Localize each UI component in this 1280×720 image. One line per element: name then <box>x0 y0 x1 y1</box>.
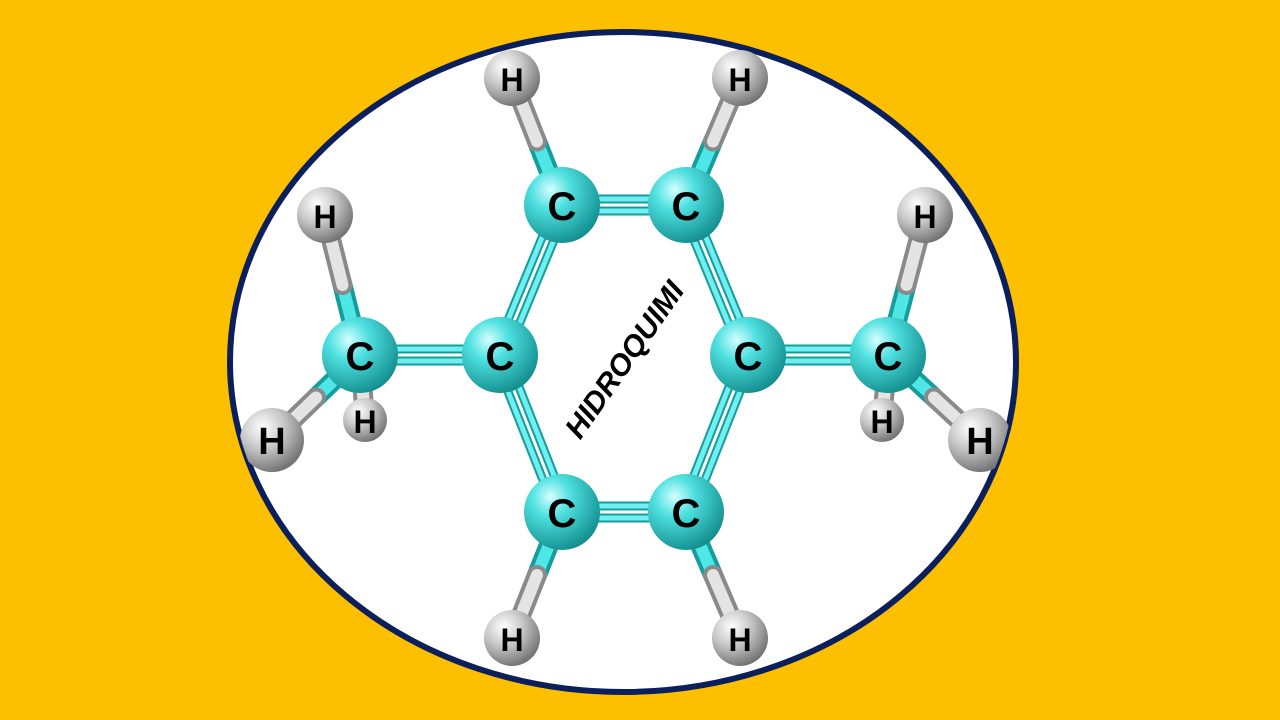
hydrogen-atom-h6: H <box>343 398 387 442</box>
carbon-label: C <box>486 335 515 379</box>
carbon-label: C <box>346 335 375 379</box>
carbon-atom-c4: C <box>648 474 724 550</box>
carbon-label: C <box>548 492 577 536</box>
carbon-atom-c7: C <box>322 317 398 393</box>
carbon-label: C <box>734 335 763 379</box>
frame-oval <box>227 29 1019 695</box>
carbon-label: C <box>672 492 701 536</box>
hydrogen-atom-h2: H <box>712 50 768 106</box>
hydrogen-label: H <box>966 421 993 463</box>
hydrogen-label: H <box>258 421 285 463</box>
hydrogen-label: H <box>913 199 936 235</box>
hydrogen-atom-h3: H <box>484 610 540 666</box>
hydrogen-atom-h4: H <box>712 610 768 666</box>
hydrogen-label: H <box>353 404 376 440</box>
carbon-label: C <box>548 185 577 229</box>
carbon-atom-c6: C <box>462 317 538 393</box>
hydrogen-atom-h1: H <box>484 50 540 106</box>
hydrogen-atom-h9: H <box>860 398 904 442</box>
hydrogen-label: H <box>500 622 523 658</box>
hydrogen-label: H <box>500 62 523 98</box>
hydrogen-label: H <box>728 622 751 658</box>
hydrogen-atom-h10: H <box>948 408 1012 472</box>
carbon-atom-c3: C <box>710 317 786 393</box>
carbon-label: C <box>672 185 701 229</box>
hydrogen-label: H <box>870 404 893 440</box>
hydrogen-atom-h7: H <box>240 408 304 472</box>
carbon-label: C <box>874 335 903 379</box>
hydrogen-label: H <box>728 62 751 98</box>
hydrogen-atom-h8: H <box>897 187 953 243</box>
carbon-atom-c5: C <box>524 474 600 550</box>
carbon-atom-c1: C <box>524 167 600 243</box>
hydrogen-atom-h5: H <box>297 187 353 243</box>
carbon-atom-c2: C <box>648 167 724 243</box>
hydrogen-label: H <box>313 199 336 235</box>
carbon-atom-c8: C <box>850 317 926 393</box>
